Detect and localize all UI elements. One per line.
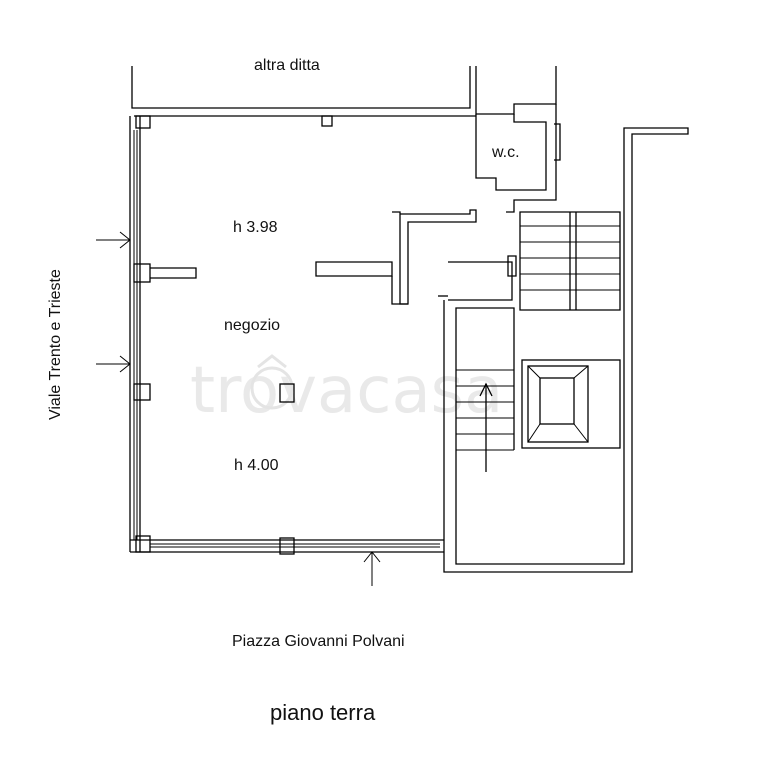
watermark-logo [250, 354, 294, 410]
room-label: negozio [224, 317, 280, 334]
column [279, 383, 295, 403]
height-top-label: h 3.98 [233, 219, 278, 236]
watermark-text: trovacasa [190, 354, 503, 428]
stairwell [443, 127, 689, 573]
height-bottom-label: h 4.00 [234, 457, 279, 474]
street-side-label: Viale Trento e Trieste [47, 269, 64, 420]
wc-room [475, 104, 561, 213]
street-front-label: Piazza Giovanni Polvani [232, 633, 405, 650]
floor-label: piano terra [270, 700, 376, 725]
wc-label: w.c. [491, 144, 520, 161]
entrance-arrows [96, 231, 381, 586]
partitions [315, 209, 517, 305]
neighbor-label: altra ditta [254, 57, 320, 74]
outer-walls [129, 66, 557, 555]
